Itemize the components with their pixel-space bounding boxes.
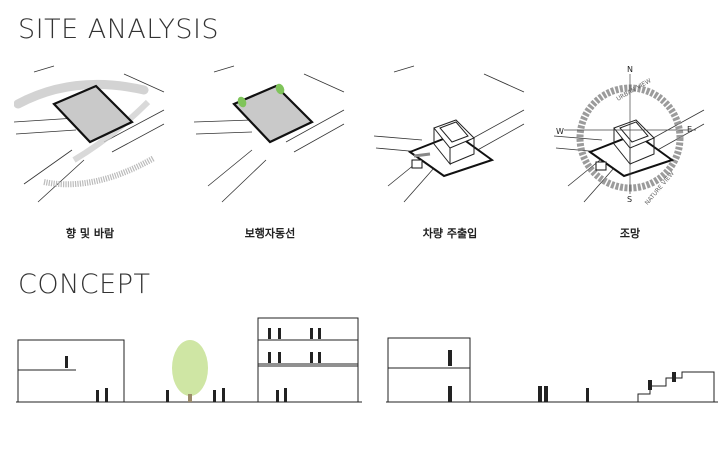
panel-orientation-wind [14,64,166,206]
concept-section-left-drawing [16,317,362,403]
people-figures [65,328,321,402]
panel-pedestrian [194,64,346,206]
compass-south-label: S [627,195,632,204]
people-figures [448,350,676,402]
concept-section-right-drawing [386,337,718,403]
site-diagram-vehicle [374,65,525,203]
caption-vehicle-access: 차량 주출입 [422,227,478,240]
caption-view: 조망 [619,227,641,240]
site-diagram-pedestrian [194,65,345,203]
site-analysis-title: SITE ANALYSIS [18,14,220,45]
compass-north-label: N [627,65,633,74]
concept-section-left [16,314,362,406]
site-diagram-view: N S E W URBAN VIEW NATURE VIEW [554,65,705,206]
concept-title: CONCEPT [18,269,151,300]
compass-east-label: E [687,125,692,134]
panel-view: N S E W URBAN VIEW NATURE VIEW [554,64,706,206]
caption-orientation-wind: 향 및 바람 [65,227,115,240]
compass-west-label: W [556,127,564,136]
panel-vehicle-access [374,64,526,206]
tree-icon [172,340,208,396]
caption-pedestrian: 보행자동선 [244,227,296,240]
site-diagram-wind [14,65,165,203]
concept-section-right [386,314,718,406]
